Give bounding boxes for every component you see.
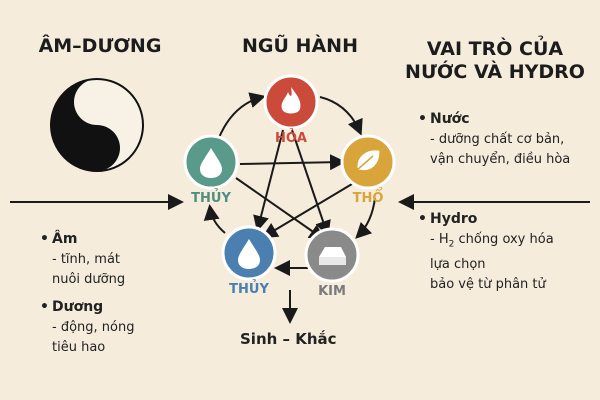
arrow-tho-to-kim (355, 197, 376, 239)
duong-desc-1: - động, nóng (52, 320, 135, 335)
am-duong-list: •Âm - tĩnh, mát nuôi dưỡng •Dương - động… (40, 228, 170, 358)
duong-desc-2: tiêu hao (52, 340, 106, 355)
node-tho (340, 134, 396, 190)
hydro-desc-3: bảo vệ từ phân tử (430, 276, 546, 292)
star-thuy-to-tho (239, 154, 346, 171)
star-hoa-to-kim (291, 129, 331, 237)
water-drop-icon (238, 239, 260, 269)
header-vai-tro-line1: VAI TRÒ CỦA (426, 38, 564, 60)
label-tho: THỔ (352, 191, 384, 206)
list-item-nuoc: •Nước (418, 111, 470, 127)
arrow-thuy-bottom-to-thuy (203, 204, 226, 234)
am-desc-1: - tĩnh, mát (52, 252, 121, 267)
star-tho-to-thuy-bottom (261, 183, 353, 239)
metal-ingot-icon (319, 247, 346, 265)
nuoc-desc-1: - dưỡng chất cơ bản, (430, 132, 565, 147)
star-thuy-to-kim (235, 177, 326, 241)
node-thuy-left (183, 134, 239, 190)
sinh-khac-label: Sinh – Khắc (240, 330, 337, 348)
hydro-desc-2: lựa chọn (430, 256, 486, 272)
label-kim: KIM (318, 284, 346, 299)
yin-yang-icon (50, 78, 144, 172)
am-desc-2: nuôi dưỡng (52, 272, 126, 287)
star-hoa-to-thuy-bottom (253, 129, 284, 232)
header-vai-tro: VAI TRÒ CỦA NƯỚC VÀ HYDRO (400, 38, 590, 84)
node-thuy-bottom (221, 225, 277, 281)
leaf-icon (356, 148, 381, 172)
arrow-thuy-to-hoa (217, 92, 266, 141)
vai-tro-list: •Nước - dưỡng chất cơ bản, vận chuyển, đ… (418, 108, 593, 295)
list-item-am: •Âm (40, 231, 78, 247)
hydro-desc-1: - H2 chống oxy hóa (430, 232, 554, 250)
water-drop-icon (200, 148, 222, 178)
node-kim (304, 227, 360, 283)
header-am-duong: ÂM–DƯƠNG (38, 35, 162, 57)
arrow-hoa-to-tho (319, 96, 363, 136)
label-thuy-left: THỦY (191, 191, 231, 206)
nuoc-desc-2: vận chuyển, điều hòa (430, 152, 571, 167)
label-thuy-bottom: THỦY (229, 282, 269, 297)
header-ngu-hanh: NGŨ HÀNH (242, 35, 358, 57)
list-item-duong: •Dương (40, 299, 104, 315)
header-vai-tro-line2: NƯỚC VÀ HYDRO (405, 61, 585, 83)
label-hoa: HỎA (275, 131, 307, 146)
node-hoa (263, 74, 319, 130)
flame-icon (281, 87, 301, 114)
list-item-hydro: •Hydro (418, 211, 478, 227)
